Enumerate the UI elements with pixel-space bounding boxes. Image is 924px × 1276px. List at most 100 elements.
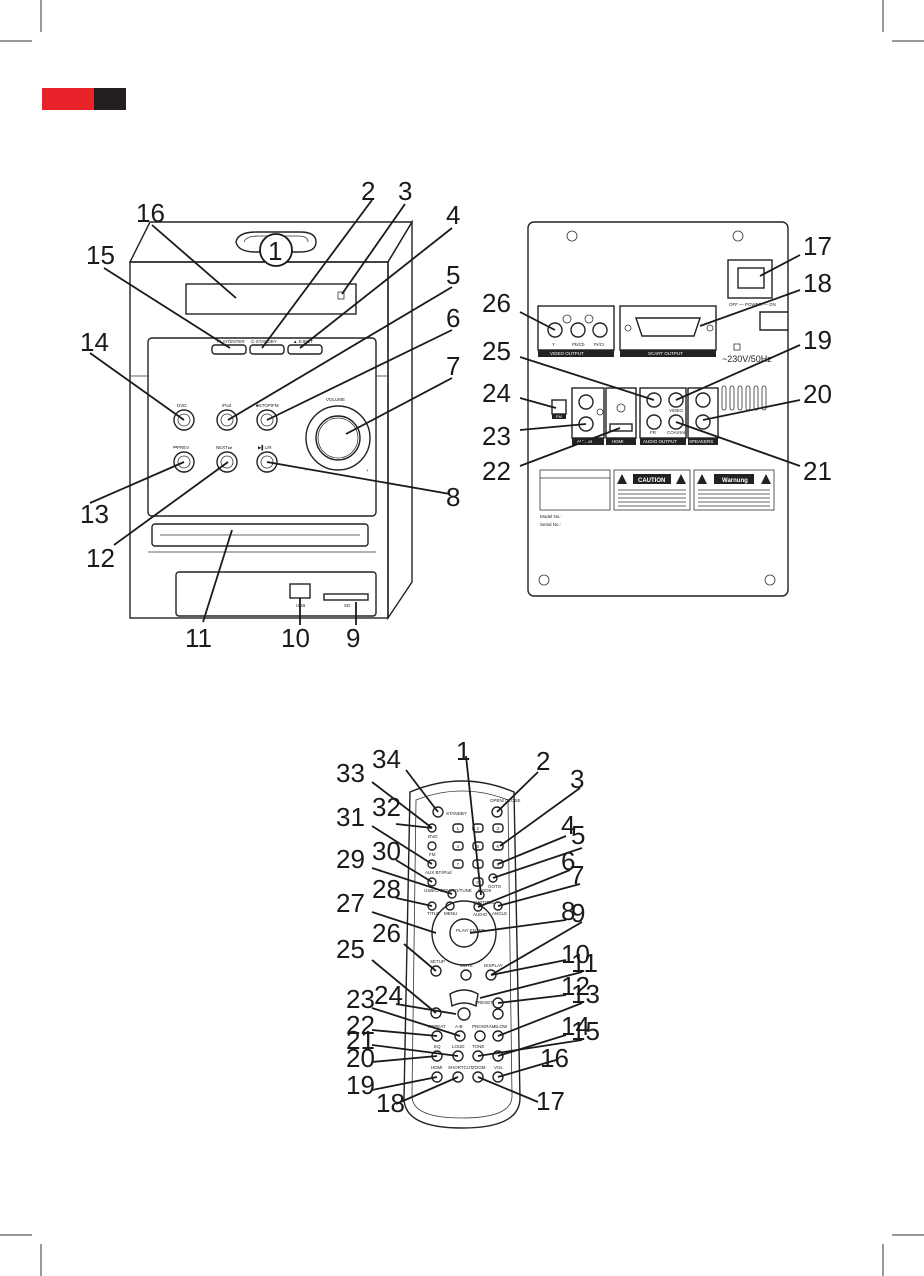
- callout-line-13: [89, 461, 185, 504]
- label-dvd: DVD: [177, 403, 187, 408]
- label-power: OFF — POWER — ON: [729, 302, 776, 307]
- rear-unit-diagram: OFF — POWER — ON VIDEO OUTPUT Y Pb/Cb Pr…: [527, 221, 789, 597]
- label-prev: ⏮PREV: [173, 445, 189, 450]
- callout-line-8: [469, 919, 567, 934]
- callout-line-11: [202, 529, 233, 623]
- callout-24: 24: [374, 980, 403, 1010]
- remote-goto-button-label: GOTO: [488, 884, 502, 889]
- remote-digit-6-label: 6: [497, 844, 500, 849]
- callout-line-25: [371, 959, 437, 1014]
- label-ipod: iPod: [222, 403, 232, 408]
- callout-line-15: [477, 1039, 583, 1057]
- vent-slots: [721, 385, 767, 411]
- remote-digit-6-button: [492, 841, 504, 851]
- remote-mode-marker-label: MODE: [478, 888, 492, 893]
- label-caution: CAUTION: [638, 478, 665, 484]
- remote-digit-1-label: 1: [457, 826, 460, 831]
- label-fm: FM: [556, 414, 562, 419]
- callout-line-12: [497, 994, 567, 1004]
- callout-line-1: [465, 755, 482, 896]
- remote-digit-0-button: [472, 877, 484, 887]
- label-fr: FR: [650, 430, 657, 435]
- remote-label-preset: PRESET: [475, 1000, 493, 1005]
- remote-digit-7-label: 7: [457, 862, 460, 867]
- remote-shortcut-button: [452, 1071, 464, 1083]
- remote-setup-button: [430, 965, 442, 977]
- callout-10: 10: [281, 623, 310, 653]
- callout-line-20: [371, 1055, 438, 1063]
- callout-line-5: [227, 286, 453, 421]
- callout-5: 5: [571, 820, 585, 850]
- remote-mute-button-label: MUTE: [460, 963, 473, 968]
- callout-25: 25: [336, 934, 365, 964]
- callout-line-5: [492, 847, 583, 879]
- remote-auto-tune-button-label: AUTO/TUNE: [446, 888, 472, 893]
- callout-25: 25: [482, 336, 511, 366]
- remote-menu-button-label: MENU: [444, 911, 457, 916]
- remote-digit-1-button: [452, 823, 464, 833]
- remote-dvd-button-label: DVD: [428, 834, 438, 839]
- header-color-bar: [42, 88, 126, 110]
- callout-line-32: [395, 823, 433, 829]
- callout-22: 22: [482, 456, 511, 486]
- remote-standby-button-label: STANDBY: [446, 811, 467, 816]
- callout-line-14: [89, 352, 185, 421]
- callout-line-6: [477, 869, 571, 908]
- callout-line-24: [519, 397, 557, 409]
- callout-31: 31: [336, 802, 365, 832]
- callout-28: 28: [372, 874, 401, 904]
- callout-line-11: [479, 971, 583, 999]
- callout-16: 16: [136, 198, 165, 228]
- callout-17: 17: [803, 231, 832, 261]
- remote-mute-button: [460, 969, 472, 981]
- label-eject: ▲ EJECT: [293, 339, 313, 344]
- callout-line-26: [519, 311, 556, 331]
- callout-26: 26: [372, 918, 401, 948]
- remote-digit-9-button: [492, 859, 504, 869]
- callout-11: 11: [185, 623, 212, 653]
- callout-3: 3: [398, 176, 412, 206]
- callout-5: 5: [446, 260, 460, 290]
- header-red-block: [42, 88, 94, 110]
- callout-1: 1: [456, 736, 470, 766]
- callout-line-34: [405, 769, 439, 813]
- usb-port: [289, 583, 311, 599]
- callout-line-26: [403, 943, 437, 972]
- remote-title-button-label: TITLE: [427, 911, 439, 916]
- callout-17: 17: [536, 1086, 565, 1116]
- callout-line-17: [477, 1076, 539, 1103]
- label-coaxial: COAXIAL: [667, 430, 687, 435]
- label-sd: SD: [344, 603, 351, 608]
- remote-vol-up-button: [492, 1050, 504, 1062]
- callout-9: 9: [571, 898, 585, 928]
- header-dark-block: [94, 88, 126, 110]
- remote-usb-card-button: [427, 877, 437, 887]
- remote-diagram: PLAY/ ENTER PRESET: [403, 780, 521, 1129]
- callout-20: 20: [346, 1043, 375, 1073]
- callout-21: 21: [346, 1025, 375, 1055]
- label-model: Model No.:: [540, 514, 562, 519]
- callout-line-2: [496, 771, 539, 813]
- callout-8: 8: [446, 482, 460, 512]
- callout-line-17: [759, 254, 801, 277]
- callout-line-22: [371, 1029, 438, 1037]
- remote-open-close-button-label: OPEN/ CLOSE: [490, 798, 521, 803]
- remote-standby-button: [432, 806, 444, 818]
- remote-rewind-button: [430, 1007, 442, 1019]
- callout-line-4: [299, 227, 453, 349]
- label-audio-output: AUDIO OUTPUT: [643, 439, 677, 444]
- callout-line-20: [702, 399, 801, 421]
- remote-program-button: [474, 1030, 486, 1042]
- remote-usb-card-button-label: USB/CARD: [424, 888, 448, 893]
- callout-line-4: [497, 835, 567, 865]
- remote-digit-9-label: 9: [497, 862, 500, 867]
- callout-line-7: [497, 883, 581, 907]
- label-stop-fm: ■STOP/FM: [256, 403, 279, 408]
- remote-program-button-label: PROGRAM: [472, 1024, 496, 1029]
- callout-line-31: [371, 825, 433, 865]
- callout-23: 23: [482, 421, 511, 451]
- remote-slow-button: [492, 1030, 504, 1042]
